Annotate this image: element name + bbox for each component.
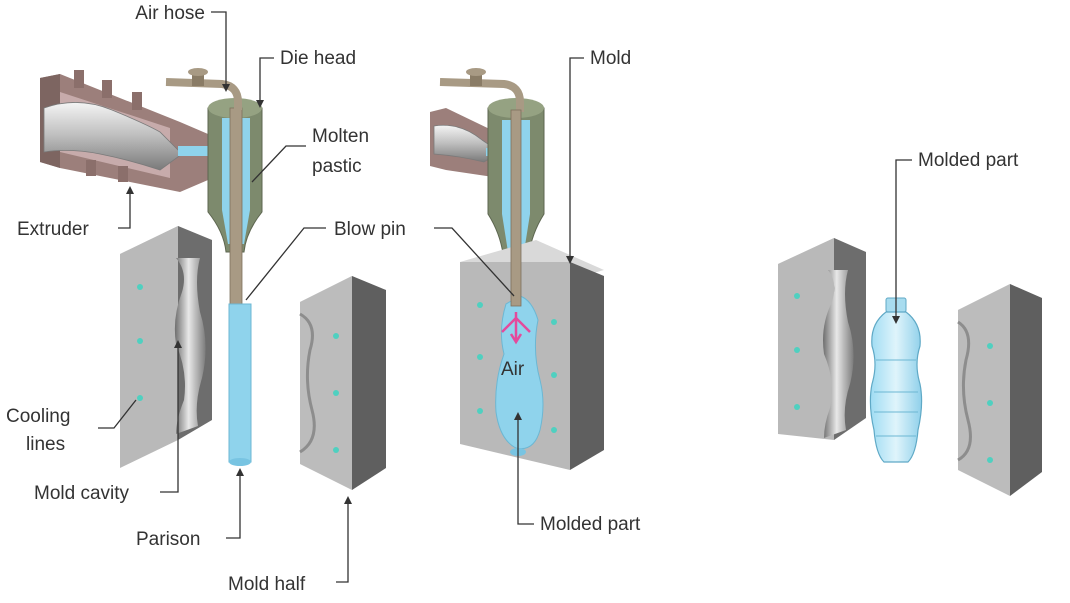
- label-mold-cavity: Mold cavity: [34, 483, 130, 504]
- label-molded-part-3: Molded part: [918, 150, 1019, 171]
- label-cooling-line2: lines: [26, 434, 65, 455]
- label-mold-half: Mold half: [228, 574, 306, 595]
- label-air: Air: [501, 359, 525, 380]
- label-extruder: Extruder: [17, 219, 89, 240]
- parison-illustration: [228, 303, 252, 463]
- blow-pin-illustration: [510, 109, 522, 307]
- leader-cooling-lines: [98, 399, 137, 429]
- left-mold-half-open: [778, 238, 866, 440]
- extruder-illustration: [40, 70, 216, 192]
- die-head-illustration: [207, 98, 263, 305]
- right-mold-half-open: [957, 284, 1042, 496]
- label-mold: Mold: [590, 48, 631, 69]
- leader-molten-plastic: [251, 145, 306, 183]
- leader-mold-cavity: [160, 346, 179, 493]
- leader-die-head: [259, 57, 274, 102]
- label-die-head: Die head: [280, 48, 356, 69]
- label-molded-part-2: Molded part: [540, 514, 641, 535]
- stage-3-ejection: Molded part: [778, 150, 1042, 496]
- leader-mold-half: [336, 502, 349, 583]
- air-arrows-icon: [501, 312, 531, 345]
- label-molten-line2: pastic: [312, 156, 362, 177]
- leader-blow-pin-1: [245, 227, 326, 301]
- label-parison: Parison: [136, 529, 200, 550]
- label-cooling-line1: Cooling: [6, 406, 70, 427]
- leader-mold: [569, 57, 584, 258]
- leader-blow-pin-2: [434, 227, 515, 297]
- leader-parison: [226, 474, 241, 539]
- leader-molded-part-2: [517, 418, 534, 525]
- label-air-hose: Air hose: [135, 3, 205, 24]
- molded-bottle-illustration: [869, 297, 923, 463]
- leader-molded-part-3: [895, 159, 912, 318]
- leader-air-hose: [211, 11, 227, 86]
- label-blow-pin-1: Blow pin: [334, 219, 406, 240]
- label-molten-line1: Molten: [312, 126, 369, 147]
- leader-extruder: [118, 192, 131, 229]
- right-mold-half: [299, 276, 386, 490]
- stage-2-closed-mold: Mold Blow pin Air Molded part: [430, 48, 641, 535]
- left-mold-half: [120, 226, 212, 468]
- stage-1-open-mold: Air hose Die head Molten pastic Extruder…: [6, 3, 406, 595]
- closed-mold: [460, 240, 604, 470]
